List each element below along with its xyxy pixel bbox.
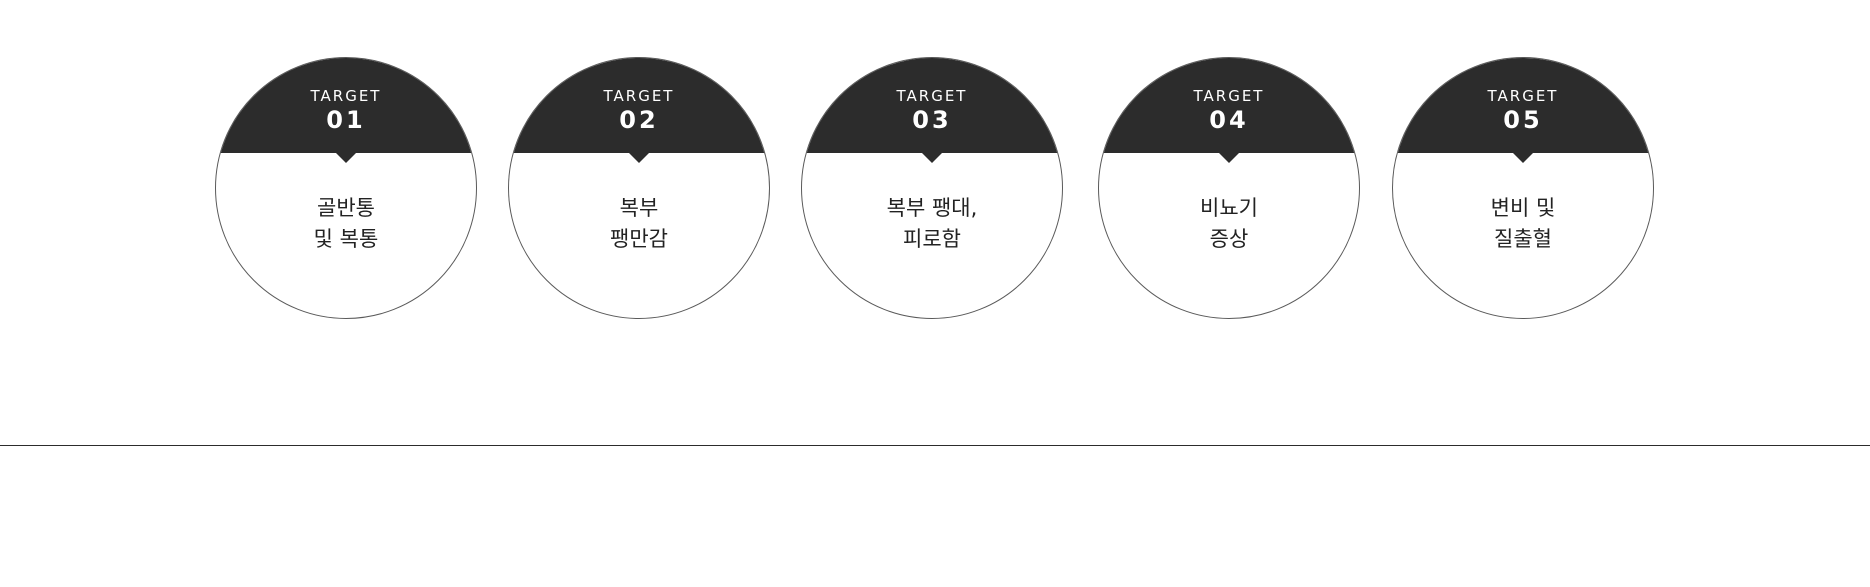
target-card-03: TARGET 03 복부 팽대, 피로함 xyxy=(801,57,1063,319)
target-cap xyxy=(216,58,476,153)
target-description-line: 골반통 xyxy=(317,196,375,220)
target-number: 02 xyxy=(619,106,659,134)
target-card-05: TARGET 05 변비 및 질출혈 xyxy=(1392,57,1654,319)
target-description-line: 증상 xyxy=(1209,227,1249,251)
target-number: 03 xyxy=(912,106,952,134)
target-description: 변비 및 질출혈 xyxy=(1393,193,1653,255)
target-cap xyxy=(1099,58,1359,153)
target-description: 비뇨기 증상 xyxy=(1099,193,1359,255)
target-description-line: 변비 및 xyxy=(1490,196,1556,220)
target-card-02: TARGET 02 복부 팽만감 xyxy=(508,57,770,319)
target-description: 골반통 및 복통 xyxy=(216,193,476,255)
target-label: TARGET xyxy=(310,87,382,105)
target-label: TARGET xyxy=(1487,87,1559,105)
target-description-line: 질출혈 xyxy=(1494,227,1552,251)
target-description-line: 비뇨기 xyxy=(1200,196,1258,220)
target-description: 복부 팽대, 피로함 xyxy=(802,193,1062,255)
pointer-down-icon xyxy=(627,151,651,163)
pointer-down-icon xyxy=(1511,151,1535,163)
target-list: TARGET 01 골반통 및 복통 TARGET 02 복부 팽만감 TARG… xyxy=(215,57,1654,319)
target-number: 05 xyxy=(1503,106,1543,134)
target-description: 복부 팽만감 xyxy=(509,193,769,255)
target-description-line: 및 복통 xyxy=(313,227,379,251)
section-divider xyxy=(0,445,1870,446)
target-label: TARGET xyxy=(1193,87,1265,105)
target-cap xyxy=(509,58,769,153)
target-card-04: TARGET 04 비뇨기 증상 xyxy=(1098,57,1360,319)
target-description-line: 복부 팽대, xyxy=(886,196,978,220)
target-cap xyxy=(1393,58,1653,153)
target-description-line: 피로함 xyxy=(903,227,961,251)
target-description-line: 복부 xyxy=(619,196,659,220)
target-number: 01 xyxy=(326,106,366,134)
target-number: 04 xyxy=(1209,106,1249,134)
target-description-line: 팽만감 xyxy=(610,227,668,251)
pointer-down-icon xyxy=(334,151,358,163)
pointer-down-icon xyxy=(920,151,944,163)
target-cap xyxy=(802,58,1062,153)
target-card-01: TARGET 01 골반통 및 복통 xyxy=(215,57,477,319)
target-label: TARGET xyxy=(896,87,968,105)
pointer-down-icon xyxy=(1217,151,1241,163)
target-label: TARGET xyxy=(603,87,675,105)
